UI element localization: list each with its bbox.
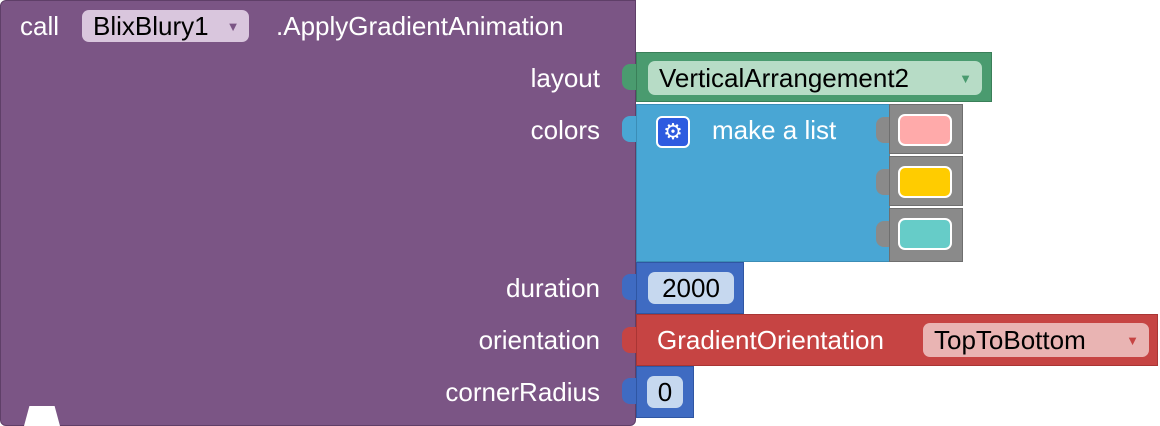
orientation-dropdown-label: TopToBottom — [934, 324, 1086, 355]
layout-dropdown-label: VerticalArrangement2 — [659, 62, 910, 93]
chevron-down-icon: ▼ — [959, 70, 972, 86]
gear-icon[interactable]: ⚙ — [656, 116, 690, 148]
param-label-orientation: orientation — [478, 325, 600, 355]
enum-type-label: GradientOrientation — [657, 325, 884, 355]
input-connector — [622, 327, 636, 353]
component-dropdown-label: BlixBlury1 — [93, 10, 209, 41]
color-swatch-3[interactable] — [898, 218, 952, 250]
call-keyword: call — [20, 11, 60, 41]
make-a-list-label: make a list — [712, 115, 837, 145]
input-connector — [622, 64, 636, 90]
param-label-layout: layout — [530, 63, 600, 93]
input-connector — [876, 117, 890, 143]
call-method-block[interactable] — [0, 0, 636, 426]
input-connector — [622, 378, 636, 404]
param-label-duration: duration — [506, 273, 600, 303]
input-connector — [876, 221, 890, 247]
component-dropdown[interactable]: BlixBlury1 ▼ — [82, 10, 250, 42]
input-connector — [876, 169, 890, 195]
next-connector-notch — [24, 406, 60, 426]
duration-number-field[interactable]: 2000 — [648, 272, 734, 304]
corner-radius-number-field[interactable]: 0 — [647, 376, 683, 408]
param-label-colors: colors — [530, 115, 600, 145]
chevron-down-icon: ▼ — [226, 18, 240, 34]
color-swatch-2[interactable] — [898, 166, 952, 198]
method-name: .ApplyGradientAnimation — [276, 11, 564, 41]
input-connector — [622, 116, 636, 142]
color-swatch-1[interactable] — [898, 114, 952, 146]
param-label-corner-radius: cornerRadius — [445, 377, 600, 407]
chevron-down-icon: ▼ — [1126, 332, 1139, 348]
orientation-dropdown[interactable]: TopToBottom ▼ — [923, 323, 1149, 357]
layout-component-dropdown[interactable]: VerticalArrangement2 ▼ — [648, 61, 982, 95]
input-connector — [622, 274, 636, 300]
